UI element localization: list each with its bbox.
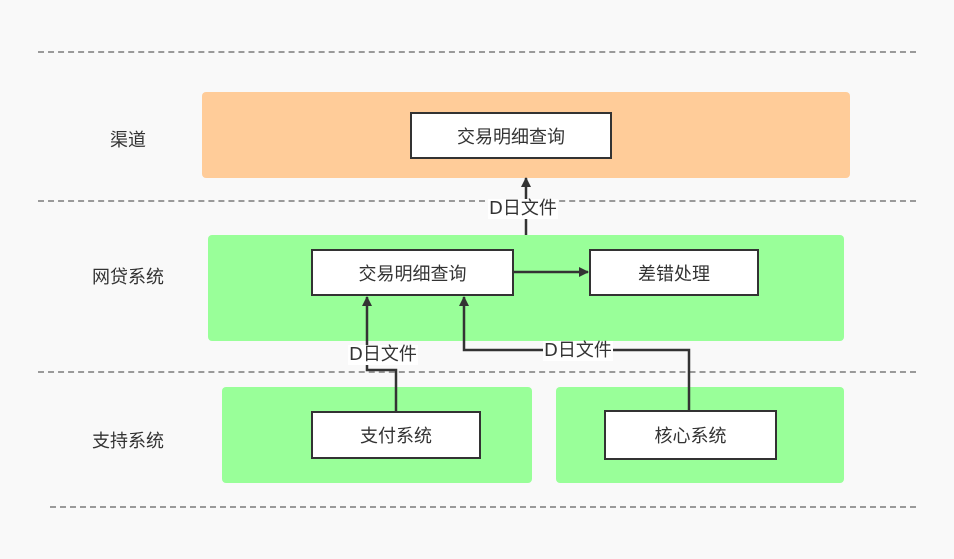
edge-payment-to-loan xyxy=(362,296,398,411)
edge-label-loan-to-channel: D日文件 xyxy=(488,198,558,219)
lane-label-loan: 网贷系统 xyxy=(92,267,164,288)
separator-top xyxy=(38,51,916,53)
lane-label-support: 支持系统 xyxy=(92,431,164,452)
separator-loan-support xyxy=(38,371,916,373)
separator-channel-loan xyxy=(38,200,916,202)
node-loan-transaction-query: 交易明细查询 xyxy=(311,249,514,296)
node-payment-system: 支付系统 xyxy=(311,411,481,459)
lane-label-channel: 渠道 xyxy=(110,130,146,151)
node-error-handling: 差错处理 xyxy=(589,249,759,296)
separator-bottom xyxy=(50,506,916,508)
node-core-system: 核心系统 xyxy=(604,410,777,460)
edge-label-core-to-loan: D日文件 xyxy=(543,340,613,361)
node-channel-transaction-query: 交易明细查询 xyxy=(410,112,612,159)
edge-label-payment-to-loan: D日文件 xyxy=(348,344,418,365)
